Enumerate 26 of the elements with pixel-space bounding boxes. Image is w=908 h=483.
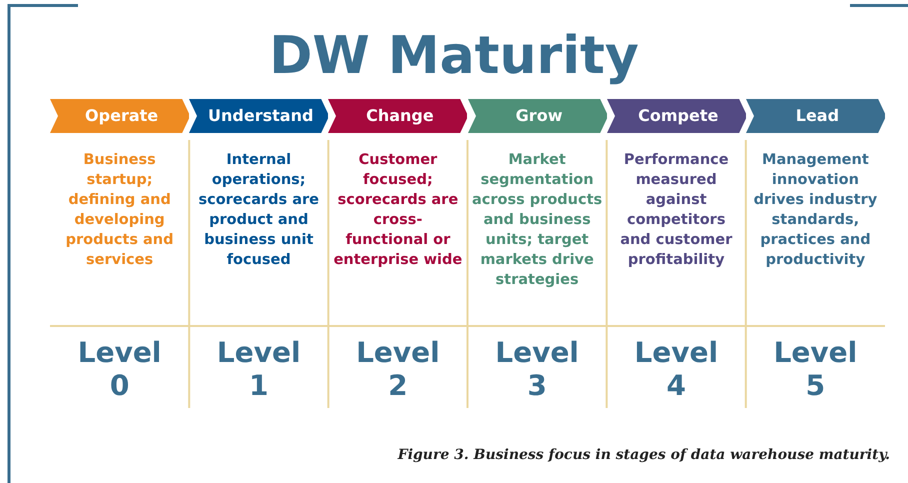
level-text: Level 3 [494,336,580,402]
chevron-step [606,99,746,133]
level-text: Level 5 [772,336,858,402]
step-label: Understand [207,105,314,127]
step-label: Operate [84,105,158,127]
description-text: Business startup; defining and developing products and services [64,151,175,270]
description-text: Management innovation drives industry standards, practices and productivity [752,151,878,270]
chevron-step [189,99,328,133]
chevron-step [50,99,190,133]
title: DW Maturity [269,26,639,86]
description-text: Performance measured against competitors and customer profitability [619,151,734,270]
chevron-step [746,99,885,133]
step-label: Change [365,105,434,127]
step-label: Grow [514,105,562,127]
level-text: Level 0 [76,336,162,402]
chevron-step [468,99,607,133]
step-label: Compete [637,105,718,127]
level-text: Level 4 [633,336,720,402]
level-text: Level 1 [216,336,302,402]
chevron-step [328,99,468,133]
step-label: Lead [794,105,840,127]
description-text: Market segmentation across products and business units; target markets drive strategies [471,151,604,290]
level-text: Level 2 [355,336,441,402]
caption: Figure 3. Business focus in stages of data warehouse maturity. [398,446,890,465]
description-text: Internal operations; scorecards are product and business unit focused [197,151,320,270]
description-text: Customer focused; scorecards are cross-functional or enterprise wide [332,151,464,270]
